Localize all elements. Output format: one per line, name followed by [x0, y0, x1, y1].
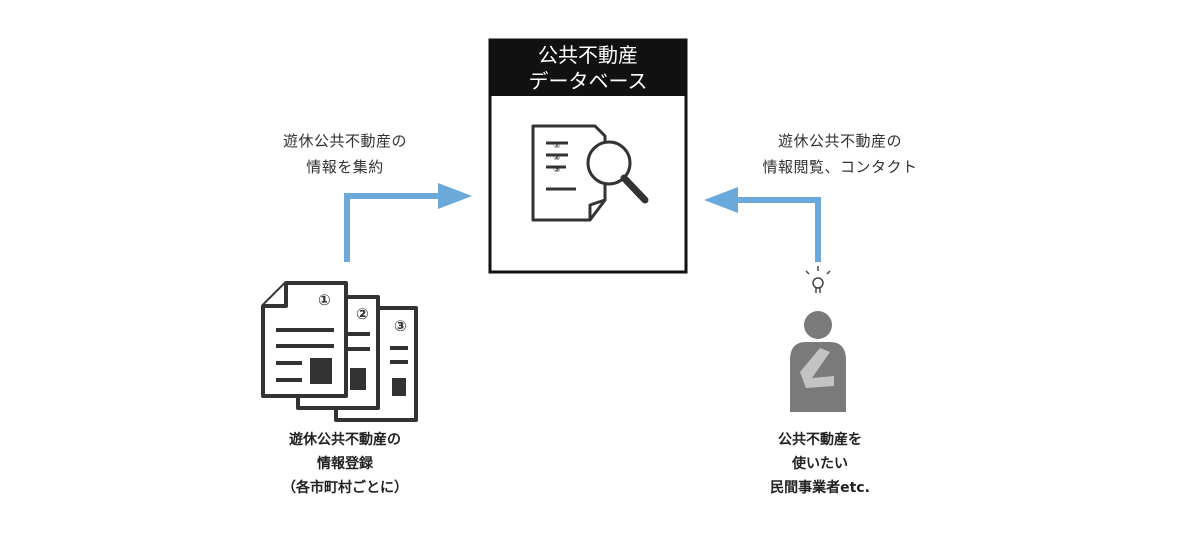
register-note: 遊休公共不動産の 情報を集約: [265, 128, 425, 180]
documents-caption-line2: 情報登録: [317, 456, 373, 472]
db-list-mark-3: ③: [553, 165, 561, 175]
document-search-icon: ① ② ③: [531, 124, 649, 222]
doc-mark-1: ①: [318, 291, 331, 309]
documents-caption: 遊休公共不動産の 情報登録 （各市町村ごとに）: [260, 428, 430, 500]
doc-mark-3: ③: [394, 317, 407, 335]
person-caption-line1: 公共不動産を: [778, 432, 862, 448]
doc-mark-2: ②: [356, 305, 369, 323]
db-list-mark-1: ①: [553, 141, 561, 151]
documents-caption-line1: 遊休公共不動産の: [289, 432, 401, 448]
register-arrow: [344, 183, 472, 262]
person-caption-line2: 使いたい: [792, 456, 848, 472]
register-note-line1: 遊休公共不動産の: [282, 132, 407, 150]
lightbulb-icon: [805, 266, 831, 293]
database-title: 公共不動産 データベース: [490, 40, 686, 96]
person-caption: 公共不動産を 使いたい 民間事業者etc.: [740, 428, 900, 500]
person-caption-line3: 民間事業者etc.: [770, 480, 870, 496]
browse-note-line1: 遊休公共不動産の: [777, 132, 902, 150]
browse-arrow: [704, 187, 821, 262]
db-list-mark-2: ②: [553, 153, 561, 163]
register-note-line2: 情報を集約: [306, 158, 384, 176]
database-title-line2: データベース: [528, 69, 648, 93]
browse-note-line2: 情報閲覧、コンタクト: [762, 158, 918, 176]
documents-caption-line3: （各市町村ごとに）: [282, 480, 408, 496]
database-title-line1: 公共不動産: [538, 43, 638, 67]
browse-note: 遊休公共不動産の 情報閲覧、コンタクト: [745, 128, 935, 180]
documents-icon: ① ② ③: [261, 281, 418, 422]
thinking-person-icon: [790, 311, 846, 412]
database-header: [490, 40, 686, 96]
database-box: [488, 38, 688, 274]
